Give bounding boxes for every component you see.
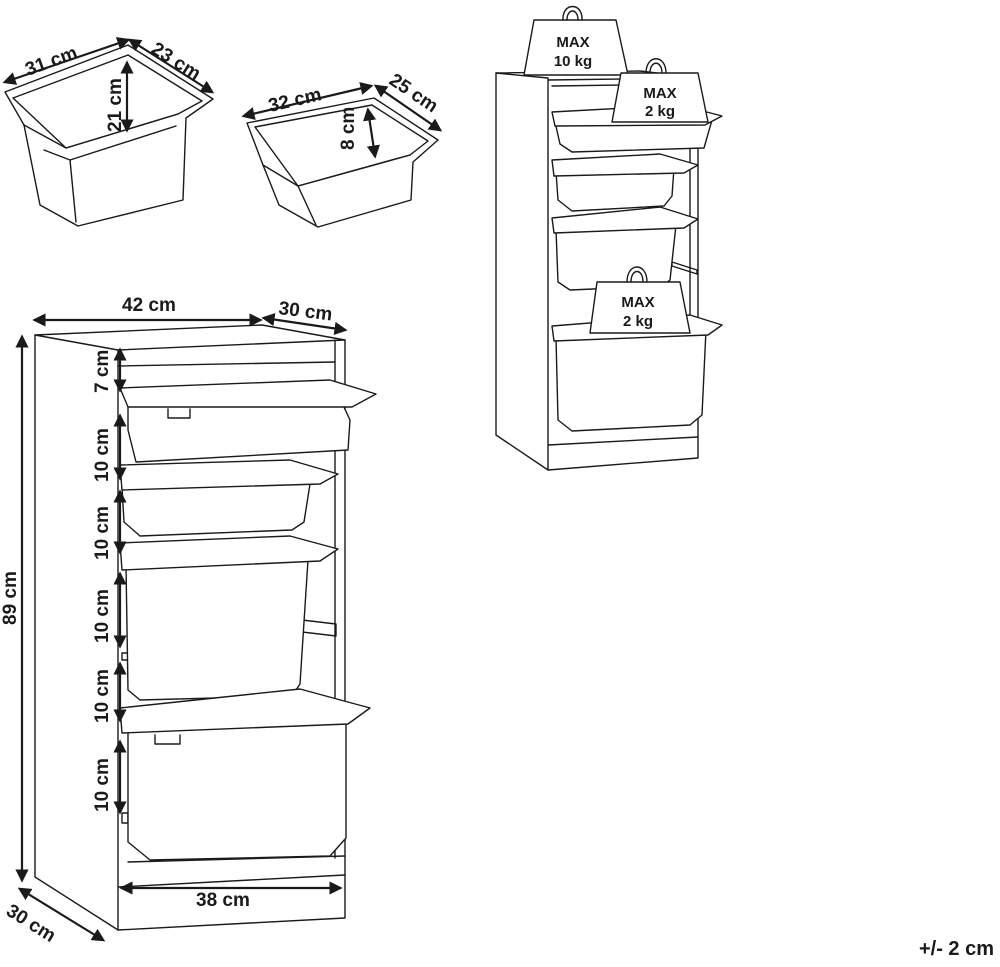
weight-bottom-bin-line1: MAX: [621, 294, 654, 311]
unit-drawer-4: [119, 688, 371, 861]
weight-bin-line1: MAX: [643, 85, 676, 102]
weight-bottom-bin-icon: [589, 266, 691, 334]
load-drawer-3: [551, 206, 699, 291]
unit-depth-top-arrow: [261, 313, 348, 335]
large-tub-height-label: 21 cm: [105, 78, 126, 132]
small-tub-height-label: 8 cm: [338, 107, 359, 150]
gap-label-6: 10 cm: [92, 758, 113, 812]
small-tub-depth-arrow: [373, 84, 443, 132]
large-tub-depth-label: 23 cm: [147, 38, 204, 84]
unit-width-label: 42 cm: [122, 295, 176, 316]
gap-label-3: 10 cm: [92, 506, 113, 560]
weight-top-line2: 10 kg: [554, 53, 592, 70]
tolerance-note: +/- 2 cm: [918, 938, 994, 960]
small-tub-width-arrow: [241, 82, 374, 120]
weight-bin-line2: 2 kg: [645, 103, 675, 120]
large-tub-depth-arrow: [127, 38, 215, 94]
weight-bin-icon: [611, 58, 709, 123]
large-tub-width-arrow: [2, 37, 131, 85]
unit-drawer-1: [119, 379, 377, 463]
small-tub-width-label: 32 cm: [266, 84, 323, 117]
weight-top-line1: MAX: [556, 34, 589, 51]
gap-label-1: 7 cm: [92, 350, 113, 393]
unit-inner-width-label: 38 cm: [196, 890, 250, 911]
load-drawer-4: [551, 314, 723, 432]
unit-drawer-3: [119, 535, 339, 701]
load-drawer-2: [551, 153, 699, 212]
gap-label-5: 10 cm: [92, 669, 113, 723]
weight-bottom-bin-line2: 2 kg: [623, 313, 653, 330]
gap-label-2: 10 cm: [92, 428, 113, 482]
small-tub-height-arrow: [363, 107, 380, 159]
unit-depth-bottom-arrow: [17, 887, 106, 942]
unit-height-label: 89 cm: [0, 571, 21, 625]
gap-label-4: 10 cm: [92, 589, 113, 643]
unit-drawer-2: [119, 459, 339, 537]
